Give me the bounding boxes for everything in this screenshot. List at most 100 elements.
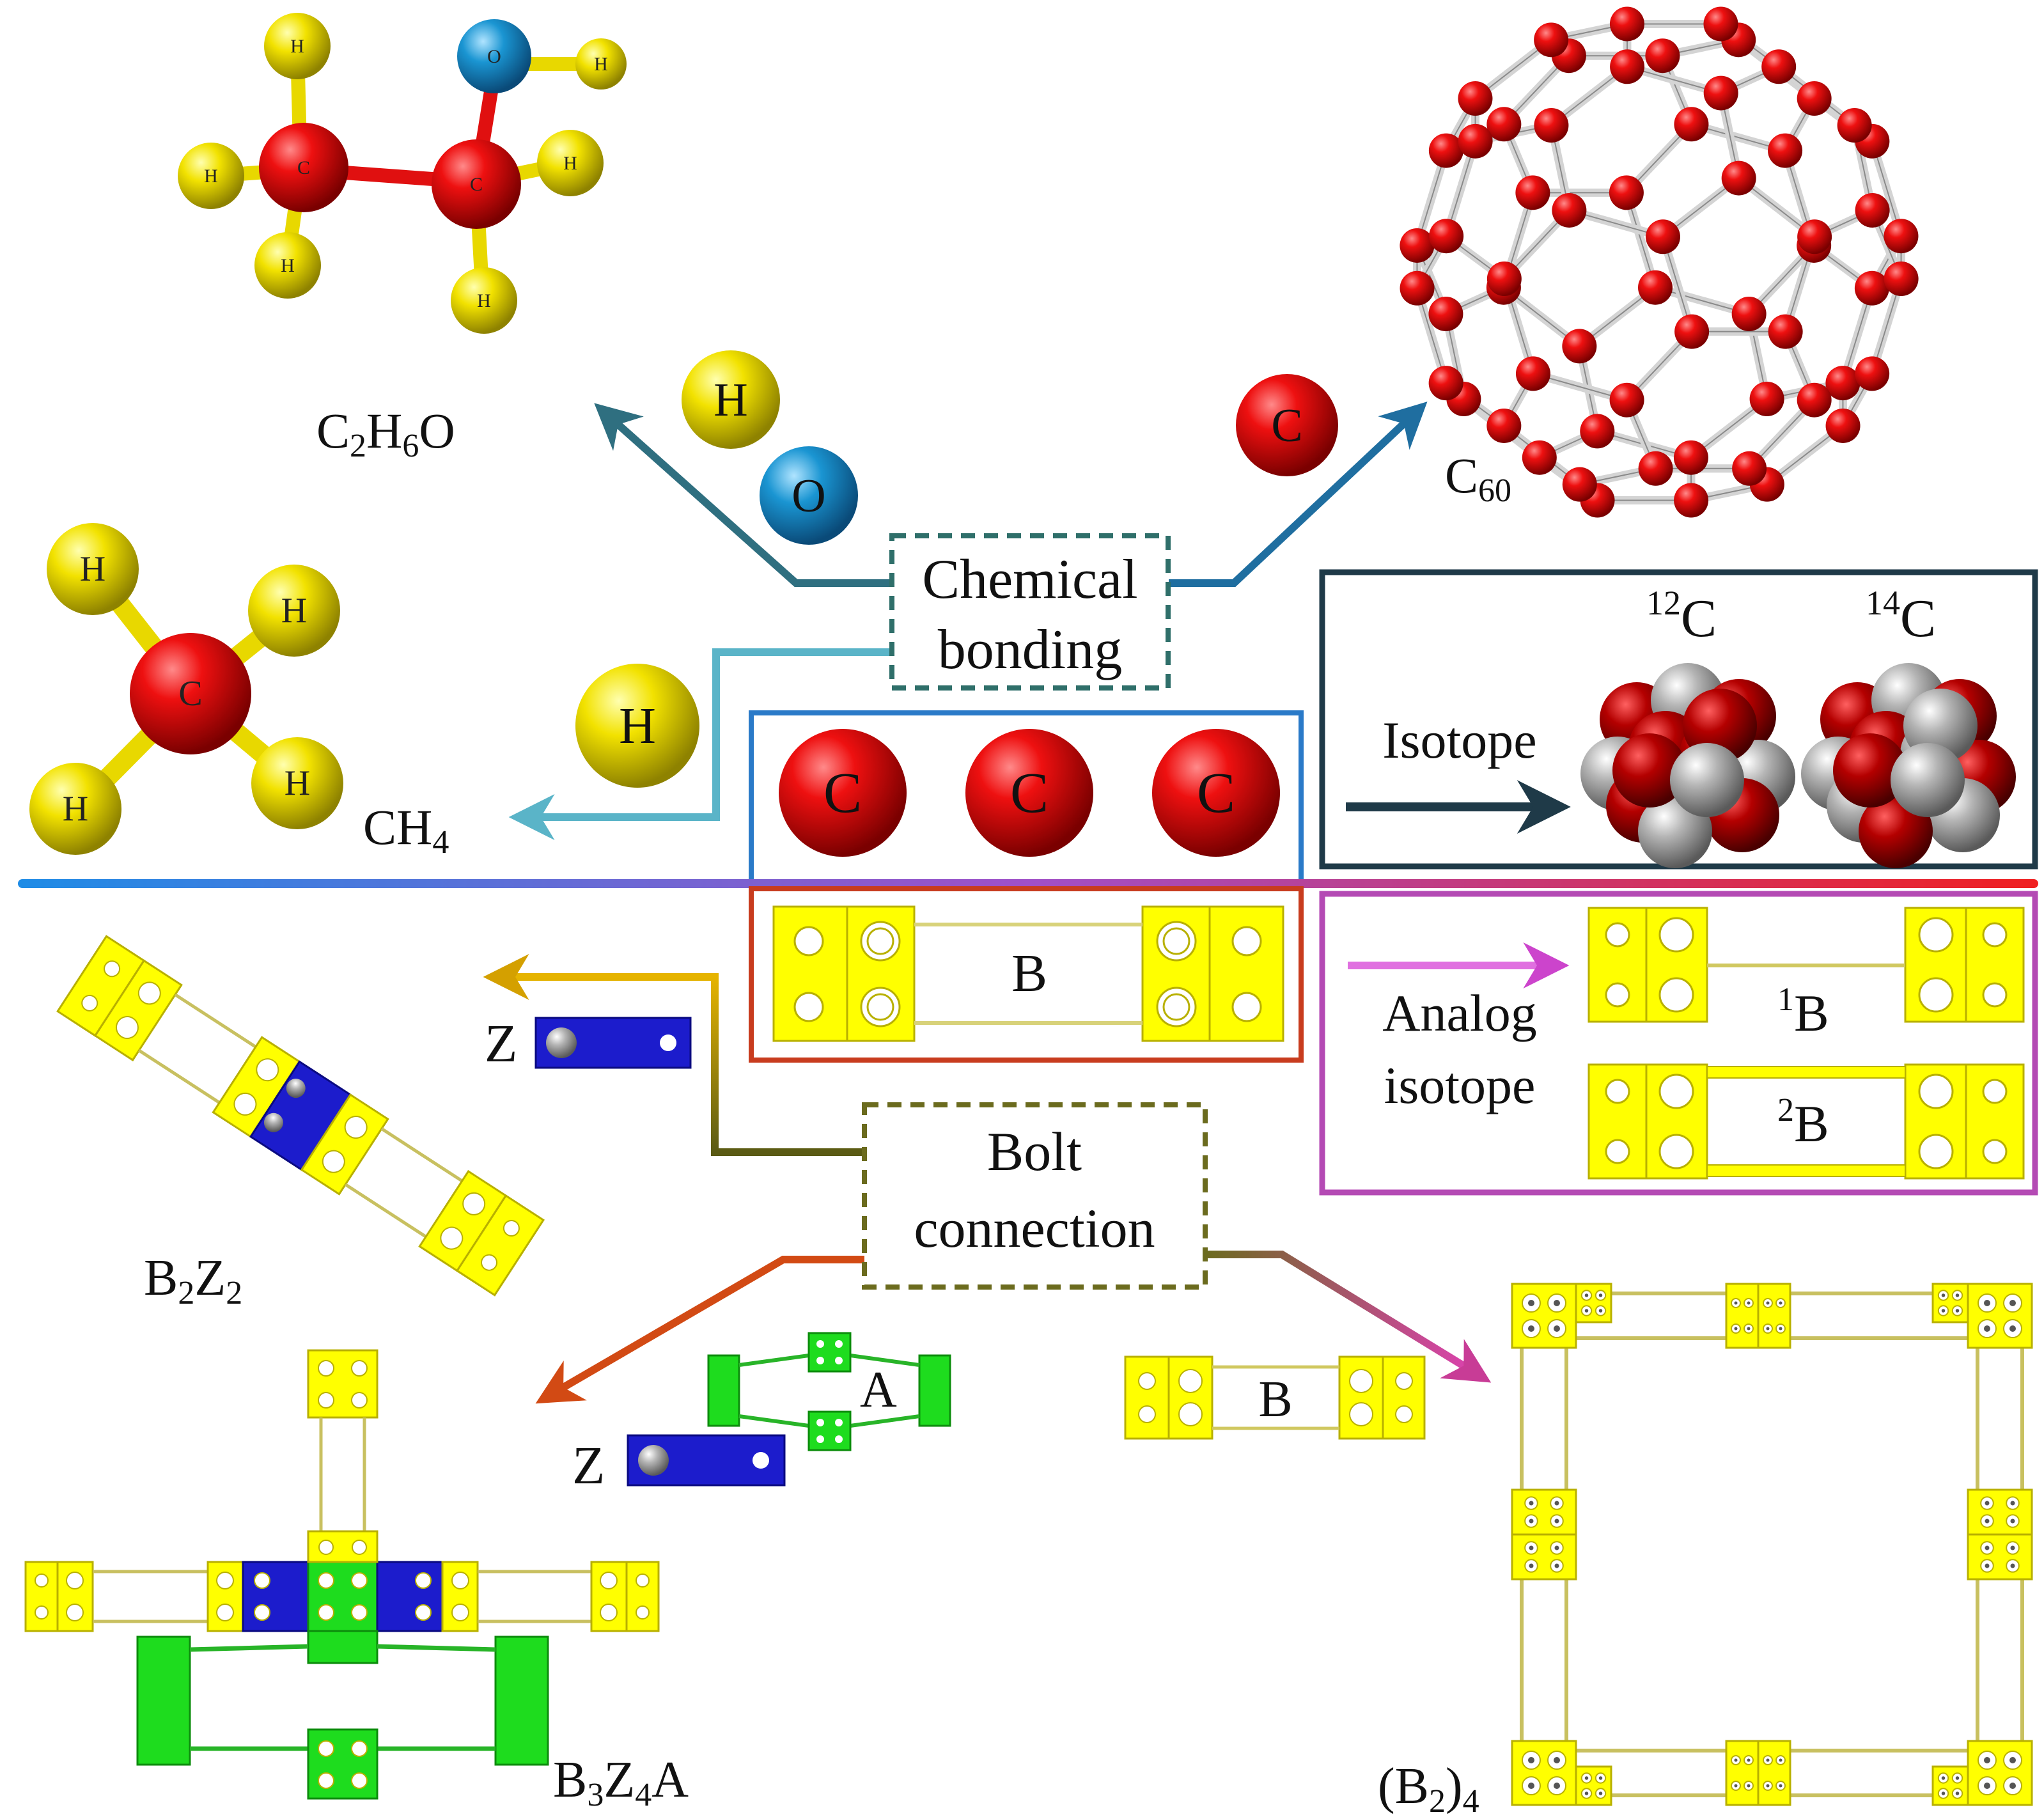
c60-carbon-atom: [1855, 192, 1890, 228]
bolt-pin: [1941, 1776, 1946, 1780]
arrow-to-methane: [508, 648, 894, 840]
b3z4a-formula: B3Z4A: [553, 1752, 689, 1813]
bolt-pin: [1529, 1563, 1534, 1568]
b2z2-formula: B2Z2: [144, 1250, 242, 1311]
bolt-pin: [1747, 1327, 1751, 1331]
bolt-pin: [1766, 1758, 1770, 1762]
hydrogen-atom-ethanol: [451, 267, 517, 334]
analog-isotope-label-line1: Analog: [1382, 984, 1536, 1042]
svg-text:C: C: [823, 761, 862, 825]
ethanol-c-label: C: [297, 157, 310, 178]
bolt-pin: [1554, 1563, 1559, 1568]
bolt-pin: [1554, 1757, 1560, 1763]
b2-4-formula: (B2)4: [1378, 1758, 1479, 1819]
c60-carbon-atom: [1400, 228, 1435, 263]
bolt-connection-label-line1: Bolt: [987, 1121, 1082, 1182]
c60-carbon-atom: [1609, 175, 1644, 210]
fullerene-c60-molecule: [1400, 6, 1919, 518]
proton-sphere: [1612, 733, 1687, 808]
bolt-pin: [1528, 1783, 1534, 1789]
c60-carbon-atom: [1609, 382, 1644, 418]
c60-carbon-atom: [1645, 219, 1680, 254]
bolt-pin: [2010, 1518, 2015, 1524]
z-label-top: Z: [485, 1014, 517, 1073]
bolt-block-cell: [1725, 1283, 1759, 1349]
bolt-pin: [1529, 1545, 1534, 1550]
bolt-pin: [1955, 1792, 1960, 1795]
c60-carbon-atom: [1515, 356, 1550, 391]
bolt-pin: [1598, 1792, 1603, 1795]
bolt-block-cell: [1511, 1283, 1577, 1349]
c60-carbon-atom: [1534, 22, 1569, 58]
c60-carbon-atom: [1837, 107, 1872, 143]
fullerene-formula: C60: [1445, 448, 1511, 509]
c60-carbon-atom: [1522, 440, 1557, 475]
carbon-atom-ethanol: [432, 139, 521, 229]
bolt-block-cell: [1967, 1740, 2033, 1806]
bolt-pin: [1984, 1757, 1990, 1763]
c60-carbon-atom: [1562, 329, 1597, 364]
c60-carbon-atom: [1749, 382, 1784, 417]
chemical-bonding-label-line2: bonding: [938, 619, 1122, 681]
bolt-block-cell: [1967, 1488, 2033, 1536]
bolt-block-cell: [1511, 1740, 1577, 1806]
c60-carbon-atom: [1768, 314, 1803, 349]
c60-carbon-atom: [1884, 262, 1919, 297]
bolt-pin: [1766, 1784, 1770, 1788]
bolt-pin: [1554, 1783, 1560, 1789]
neutron-sphere: [1670, 743, 1744, 817]
bolt-pin: [1985, 1501, 1990, 1506]
bolt-pin: [1554, 1325, 1560, 1332]
ethanol-c-label: C: [470, 174, 483, 195]
hydrogen-atom-methane: [248, 565, 340, 657]
bolt-pin: [1955, 1309, 1960, 1313]
bolt-pin: [1747, 1301, 1751, 1305]
c60-carbon-atom: [1638, 270, 1673, 305]
bolt-pin: [1766, 1301, 1770, 1305]
c60-carbon-atom: [1609, 6, 1644, 42]
svg-text:C: C: [1271, 400, 1302, 452]
c60-carbon-atom: [1797, 382, 1832, 418]
methane-h-label: H: [285, 763, 310, 803]
carbon-atom: C: [965, 729, 1093, 857]
bolt-pin: [1985, 1545, 1990, 1550]
neutron-sphere: [1891, 743, 1965, 817]
bolt-pin: [1985, 1563, 1990, 1568]
bolt-block-cell: [1967, 1283, 2033, 1349]
ethanol-h-label: H: [594, 54, 608, 75]
c60-carbon-atom: [1638, 451, 1673, 486]
bolt-pin: [1598, 1293, 1603, 1297]
methane-c-label: C: [178, 674, 202, 714]
b-bolt-block: [772, 905, 1284, 1042]
carbon-atom: C: [1152, 729, 1280, 857]
bolt-pin: [1734, 1327, 1738, 1331]
b2-label: 2B: [1777, 1092, 1829, 1153]
ethanol-o-label: O: [487, 46, 501, 67]
hydrogen-atom-methane: [251, 737, 343, 829]
c60-carbon-atom: [1486, 262, 1522, 297]
c60-carbon-atom: [1761, 49, 1797, 84]
b-label-bottom: B: [1258, 1371, 1292, 1428]
b2z2-structure: [56, 935, 545, 1297]
c60-carbon-atom: [1429, 219, 1464, 254]
c60-carbon-atom: [1515, 175, 1550, 210]
bolt-pin: [1941, 1792, 1946, 1795]
methane-h-label: H: [80, 549, 105, 589]
bolt-pin: [1941, 1293, 1946, 1297]
b2z2-block-b: [56, 935, 301, 1138]
c60-carbon-atom: [1580, 414, 1615, 449]
a-link-piece: [707, 1332, 951, 1451]
ethanol-formula: C2H6O: [316, 403, 455, 464]
b2z2-block-b-2: [300, 1093, 545, 1297]
c60-carbon-atom: [1674, 314, 1710, 349]
c60-carbon-atom: [1428, 133, 1463, 168]
b-block-box: [749, 886, 1304, 1063]
bolt-pin: [1529, 1518, 1534, 1524]
c60-carbon-atom: [1732, 451, 1767, 486]
bolt-block-cell: [1575, 1765, 1612, 1806]
bolt-pin: [1554, 1545, 1559, 1550]
bolt-pin: [2010, 1501, 2015, 1506]
bolt-pin: [1734, 1758, 1738, 1762]
bolt-pin: [1734, 1301, 1738, 1305]
